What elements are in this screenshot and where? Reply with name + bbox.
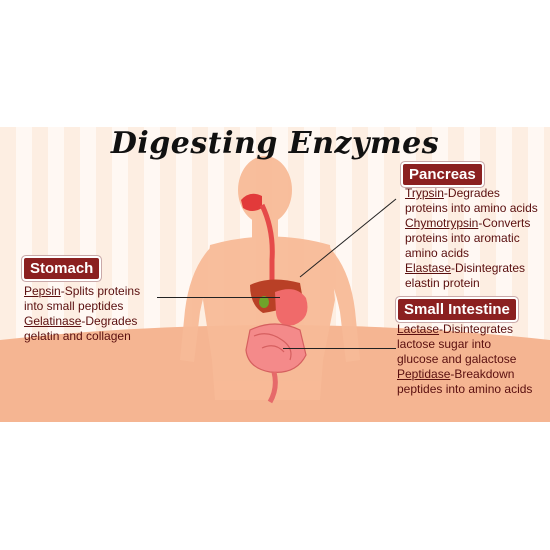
enzyme-term: Lactase — [397, 322, 440, 336]
enzyme-term: Gelatinase — [24, 314, 82, 328]
enzyme-desc-line: elastin protein — [405, 276, 480, 290]
list-item: Pepsin-Splits proteins — [24, 284, 184, 299]
enzyme-term: Chymotrypsin — [405, 216, 479, 230]
list-item: Elastase-Disintegrates — [405, 261, 550, 276]
enzyme-term: Pepsin — [24, 284, 61, 298]
gallbladder — [259, 296, 269, 308]
esophagus — [259, 203, 275, 295]
enzyme-desc-line: gelatin and collagen — [24, 329, 131, 343]
enzyme-term: Elastase — [405, 261, 452, 275]
enzyme-desc-line: proteins into amino acids — [405, 201, 538, 215]
enzyme-desc: -Disintegrates — [439, 322, 514, 336]
list-item: Lactase-Disintegrates — [397, 322, 550, 337]
body-illustration — [0, 156, 550, 422]
small-intestine-heading: Small Intestine — [398, 299, 516, 320]
enzyme-desc: -Degrades — [443, 186, 500, 200]
pancreas-list: Trypsin-Degrades proteins into amino aci… — [405, 186, 550, 291]
enzyme-desc: -Degrades — [81, 314, 138, 328]
stomach-organ — [275, 289, 308, 326]
list-item: Gelatinase-Degrades — [24, 314, 184, 329]
list-item: Trypsin-Degrades — [405, 186, 550, 201]
pancreas-heading: Pancreas — [403, 164, 482, 185]
stomach-leader-line — [157, 297, 280, 298]
enzyme-desc: -Converts — [478, 216, 531, 230]
small-intestine-list: Lactase-Disintegrates lactose sugar into… — [397, 322, 550, 397]
enzyme-desc-line: peptides into amino acids — [397, 382, 533, 396]
enzyme-desc-line: proteins into aromatic — [405, 231, 520, 245]
intestine-organ — [245, 323, 307, 373]
list-item: Chymotrypsin-Converts — [405, 216, 550, 231]
stomach-heading: Stomach — [24, 258, 100, 279]
enzyme-term: Peptidase — [397, 367, 451, 381]
page-title: Digesting Enzymes — [110, 126, 440, 161]
enzyme-desc-line: amino acids — [405, 246, 470, 260]
mouth-cavity — [241, 193, 262, 211]
enzyme-term: Trypsin — [405, 186, 444, 200]
enzyme-desc: -Disintegrates — [451, 261, 526, 275]
enzyme-desc-line: into small peptides — [24, 299, 124, 313]
list-item: Peptidase-Breakdown — [397, 367, 550, 382]
rectum — [267, 371, 278, 404]
stomach-list: Pepsin-Splits proteins into small peptid… — [24, 284, 184, 344]
enzyme-desc-line: lactose sugar into — [397, 337, 492, 351]
enzyme-desc-line: glucose and galactose — [397, 352, 517, 366]
enzyme-desc: -Breakdown — [450, 367, 515, 381]
intestine-leader-line — [283, 348, 396, 349]
enzyme-desc: -Splits proteins — [60, 284, 141, 298]
